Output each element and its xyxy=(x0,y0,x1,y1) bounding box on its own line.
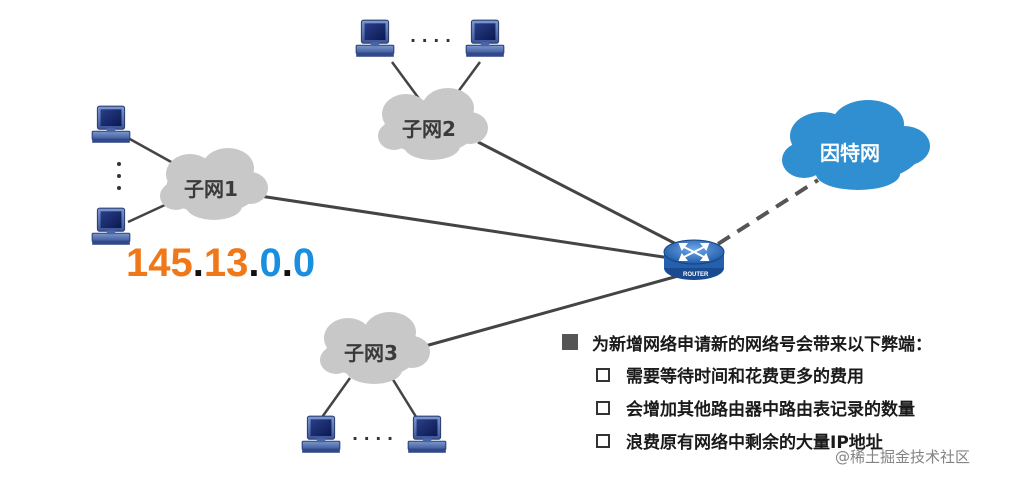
list-item: 需要等待时间和花费更多的费用 xyxy=(596,358,1002,391)
empty-square-bullet-icon xyxy=(596,400,610,415)
list-item: 浪费原有网络中剩余的大量IP地址 xyxy=(596,424,1002,457)
ip-address: 145.13.0.0 xyxy=(126,241,315,285)
ellipsis-subnet2: · · · · xyxy=(410,31,451,50)
list-item-text: 浪费原有网络中剩余的大量IP地址 xyxy=(626,433,883,453)
ip-dot-1: . xyxy=(193,241,204,285)
list-item-text: 需要等待时间和花费更多的费用 xyxy=(626,367,864,387)
ip-octet-4: 0 xyxy=(293,241,315,285)
filled-square-bullet-icon xyxy=(562,334,578,350)
ip-octet-3: 0 xyxy=(260,241,282,285)
ellipsis-subnet1-vertical xyxy=(117,162,121,190)
ip-dot-3: . xyxy=(282,241,293,285)
watermark: @稀土掘金技术社区 xyxy=(835,448,971,466)
computer-icon xyxy=(91,105,131,144)
computer-icon xyxy=(301,415,341,454)
drawbacks-list: 为新增网络申请新的网络号会带来以下弊端： 需要等待时间和花费更多的费用 会增加其… xyxy=(562,326,1002,457)
computer-icon xyxy=(91,207,131,246)
link-subnet3-pc-right xyxy=(390,377,420,421)
pc-icons xyxy=(91,19,505,454)
link-subnet3-router xyxy=(417,274,679,350)
link-subnet2-router xyxy=(477,140,681,248)
drawbacks-heading: 为新增网络申请新的网络号会带来以下弊端： xyxy=(562,326,1002,358)
subnet2-cloud: 子网2 xyxy=(378,88,488,160)
drawbacks-heading-text: 为新增网络申请新的网络号会带来以下弊端： xyxy=(592,334,932,355)
router-icon: ROUTER xyxy=(663,239,725,280)
list-item-text: 会增加其他路由器中路由表记录的数量 xyxy=(626,400,915,420)
ellipsis-subnet3: · · · · xyxy=(352,429,393,448)
subnet3-cloud: 子网3 xyxy=(320,312,430,384)
link-subnet3-pc-left xyxy=(318,377,352,421)
subnet1-cloud: 子网1 xyxy=(160,148,268,220)
router-label: ROUTER xyxy=(683,272,709,278)
computer-icon xyxy=(355,19,395,58)
list-item: 会增加其他路由器中路由表记录的数量 xyxy=(596,391,1002,424)
empty-square-bullet-icon xyxy=(596,433,610,448)
subnet1-label: 子网1 xyxy=(184,177,238,201)
ip-octet-1: 145 xyxy=(126,241,193,285)
link-router-internet xyxy=(716,178,820,246)
ip-octet-2: 13 xyxy=(204,241,249,285)
internet-cloud: 因特网 xyxy=(782,100,930,190)
empty-square-bullet-icon xyxy=(596,367,610,382)
computer-icon xyxy=(465,19,505,58)
subnet2-label: 子网2 xyxy=(402,117,456,141)
link-pc-subnet2-left xyxy=(390,61,422,101)
ip-dot-2: . xyxy=(248,241,259,285)
computer-icon xyxy=(407,415,447,454)
link-subnet1-router xyxy=(259,194,671,260)
connection-lines xyxy=(127,61,820,421)
internet-label: 因特网 xyxy=(820,141,880,165)
subnet3-label: 子网3 xyxy=(344,341,398,365)
